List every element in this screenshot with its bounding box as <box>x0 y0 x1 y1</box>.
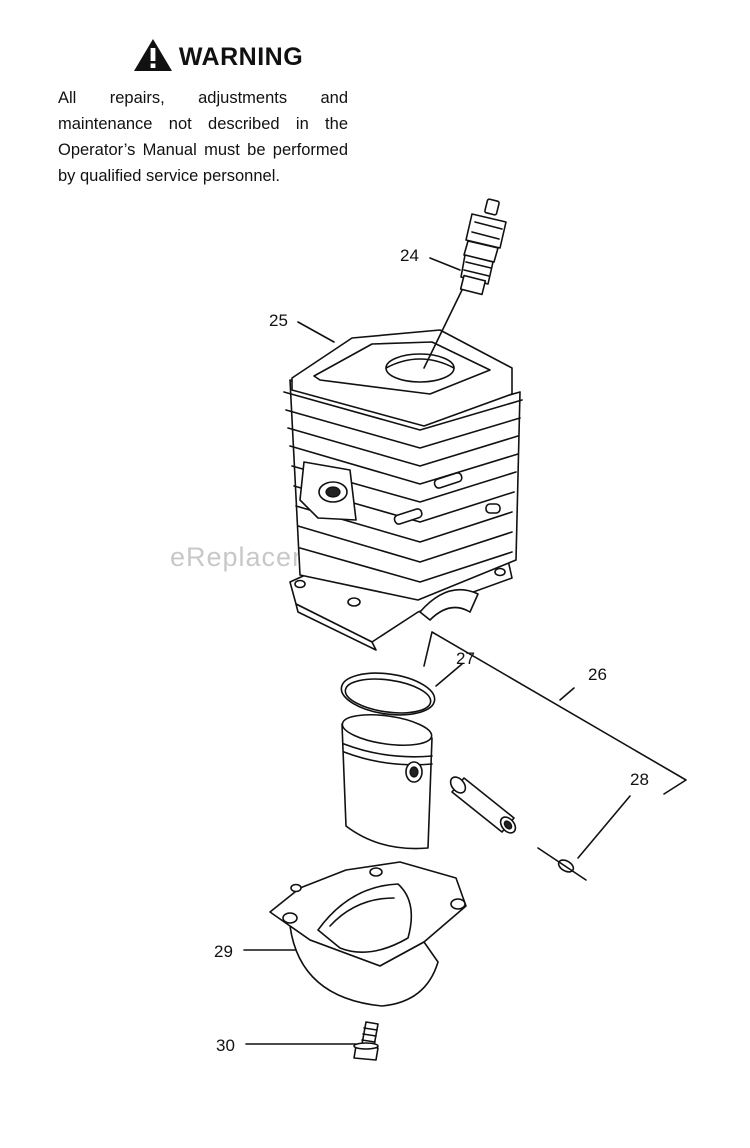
warning-text: All repairs, adjustments and maintenance… <box>58 89 348 185</box>
screw <box>353 1021 379 1061</box>
warning-triangle-icon <box>133 38 173 77</box>
spark-plug <box>459 198 507 296</box>
warning-title: WARNING <box>178 43 304 71</box>
warning-notice: WARNING All repairs, adjustments and mai… <box>58 38 348 189</box>
piston-pin <box>449 776 517 834</box>
crankcase-cover <box>269 861 467 1007</box>
callout-30: 30 <box>216 1036 235 1055</box>
callout-29: 29 <box>214 942 233 961</box>
callout-24: 24 <box>400 246 419 265</box>
callout-27: 27 <box>456 649 475 668</box>
cylinder <box>283 329 523 651</box>
callout-28: 28 <box>630 770 649 789</box>
callout-26: 26 <box>588 665 607 684</box>
warning-header: WARNING <box>88 38 348 77</box>
leader-lines <box>243 257 687 1045</box>
piston-ring <box>340 672 436 716</box>
callout-25: 25 <box>269 311 288 330</box>
piston <box>341 713 433 850</box>
